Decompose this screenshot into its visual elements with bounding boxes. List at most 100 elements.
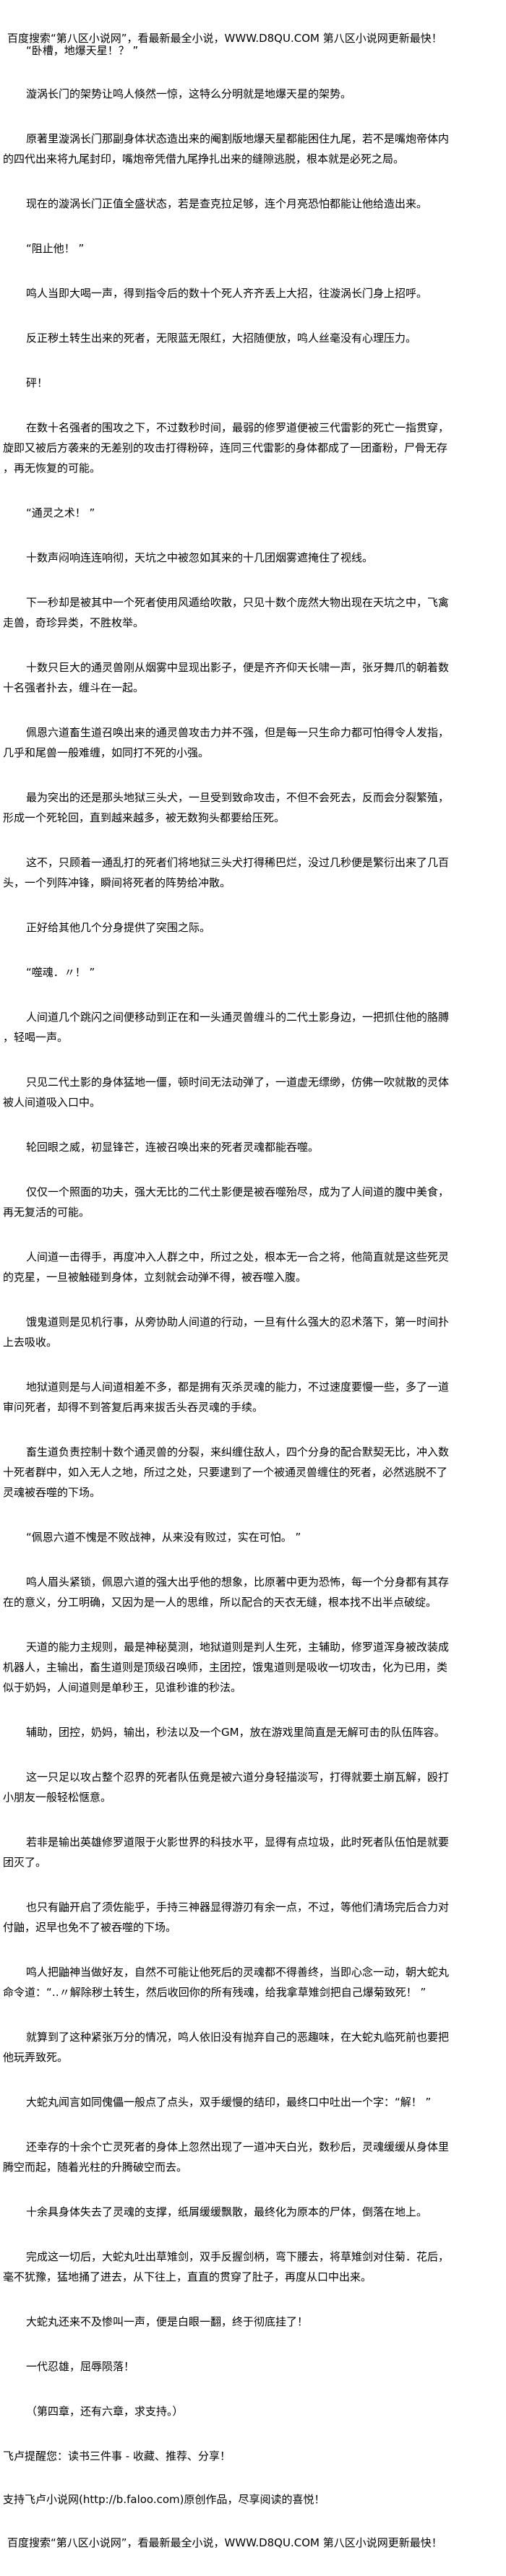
paragraph-line: 上去吸收。 bbox=[3, 1336, 58, 1349]
paragraph-line: 在的意义，分工明确，又因为是一人的思维，所以配合的天衣无缝，根本找不出半点破绽。 bbox=[3, 1596, 437, 1609]
paragraph-line: “通灵之术！ ” bbox=[26, 506, 95, 519]
paragraph: 大蛇丸还来不及惨叫一声，便是白眼一翻，终于彻底挂了！ bbox=[3, 2312, 506, 2332]
paragraph-line: 形成一个死轮回，直到越来越多，被无数狗头都要给压死。 bbox=[3, 811, 286, 824]
paragraph-line: 原著里漩涡长门那副身体状态造出来的阉割版地爆天星都能困住九尾，若不是嘴炮帝体内 bbox=[26, 132, 450, 145]
paragraph: “通灵之术！ ” bbox=[3, 503, 506, 523]
paragraph-line: 机器人，主输出，畜生道则是顶级召唤师，主团控，饿鬼道则是吸收一切攻击，化为已用，… bbox=[3, 1661, 448, 1674]
paragraph-line: 人间道一击得手，再度冲入人群之中，所过之处，根本无一合之将，他简直就是这些死灵 bbox=[26, 1250, 450, 1263]
paragraph-line: 仅仅一个照面的功夫，强大无比的二代土影便是被吞噬殆尽，成为了人间道的腹中美食， bbox=[26, 1185, 450, 1198]
paragraph: 地狱道则是与人间道相差不多，都是拥有灭杀灵魂的能力，不过速度要慢一些，多了一道审… bbox=[3, 1377, 506, 1417]
paragraph: “佩恩六道不愧是不败战神，从来没有败过，实在可怕。 ” bbox=[3, 1527, 506, 1547]
paragraph: 仅仅一个照面的功夫，强大无比的二代土影便是被吞噬殆尽，成为了人间道的腹中美食，再… bbox=[3, 1182, 506, 1222]
paragraph-line: 最为突出的还是那头地狱三头犬，一旦受到致命攻击，不但不会死去，反而会分裂繁殖， bbox=[26, 791, 450, 804]
site-banner-top: 百度搜索“第八区小说网”，看最新最全小说，WWW.D8QU.COM 第八区小说网… bbox=[7, 32, 442, 45]
paragraph-line: 只见二代土影的身体猛地一僵，顿时间无法动弹了，一道虚无缥缈，仿佛一吹就散的灵体 bbox=[26, 1076, 450, 1089]
paragraph: 畜生道负责控制十数个通灵兽的分裂，来纠缠住敌人，四个分身的配合默契无比，冲入数十… bbox=[3, 1442, 506, 1503]
faloo-reminder: 飞卢提醒您：读书三件事 - 收藏、推荐、分享！ bbox=[3, 2450, 231, 2463]
paragraph: 完成这一切后，大蛇丸吐出草雉剑，双手反握剑柄，弯下腰去，将草雉剑对住菊．花后， 毫… bbox=[3, 2247, 506, 2287]
paragraph-line: 人间道几个跳闪之间便移动到正在和一头通灵兽缠斗的二代土影身边，一把抓住他的胳膊 bbox=[26, 1011, 450, 1024]
paragraph: 原著里漩涡长门那副身体状态造出来的阉割版地爆天星都能困住九尾，若不是嘴炮帝体内的… bbox=[3, 129, 506, 169]
paragraph-line: 审问死者，却得不到答复后再来拔舌头吞灵魂的手续。 bbox=[3, 1401, 264, 1414]
paragraph: 这不，只顾着一通乱打的死者们将地狱三头犬打得稀巴烂，没过几秒便是繁衍出来了几百头… bbox=[3, 852, 506, 893]
paragraph-line: 十死者群中，如入无人之地，所过之处，只要逮到了一个被通灵兽缠住的死者，必然逃脱不… bbox=[3, 1466, 448, 1479]
paragraph: 鸣人眉头紧锁，佩恩六道的强大出乎他的想象，比原著中更为恐怖，每一个分身都有其存在… bbox=[3, 1572, 506, 1612]
paragraph: 反正秽土转生出来的死者，无限蓝无限红，大招随便放，鸣人丝毫没有心理压力。 bbox=[3, 328, 506, 348]
paragraph-line: 的克星，一旦被触碰到身体，立刻就会动弹不得，被吞噬入腹。 bbox=[3, 1271, 307, 1284]
paragraph: 下一秒却是被其中一个死者使用风遁给吹散，只见十数个庞然大物出现在天坑之中，飞禽走… bbox=[3, 592, 506, 633]
paragraph: 人间道一击得手，再度冲入人群之中，所过之处，根本无一合之将，他简直就是这些死灵的… bbox=[3, 1247, 506, 1287]
paragraph-line: 毫不犹豫，猛地捅了进去，从下往上，直直的贯穿了肚子，再度从口中出来。 bbox=[3, 2270, 372, 2283]
paragraph: 还幸存的十余个亡灵死者的身体上忽然出现了一道冲天白光，数秒后，灵魂缓缓从身体里腾… bbox=[3, 2137, 506, 2177]
faloo-support-note: 支持飞卢小说网(http://b.faloo.com)原创作品，尽享阅读的喜悦！ bbox=[3, 2493, 325, 2506]
paragraph-line: ，轻喝一声。 bbox=[3, 1031, 69, 1044]
paragraph-line: 腾空而起，随着光柱的升腾破空而去。 bbox=[3, 2161, 188, 2174]
paragraph-line: 灵魂被吞噬的下场。 bbox=[3, 1486, 101, 1499]
paragraph-line: （第四章，还有六章，求支持。） bbox=[26, 2405, 184, 2418]
paragraph: 饿鬼道则是见机行事，从旁协助人间道的行动，一旦有什么强大的忍术落下，第一时间扑上… bbox=[3, 1312, 506, 1352]
paragraph-line: 小朋友一般轻松惬意。 bbox=[3, 1791, 112, 1804]
paragraph-line: 也只有鼬开启了须佐能乎，手持三神器显得游刃有余一点，不过，等他们清场完后合力对 bbox=[26, 1901, 450, 1914]
paragraph: 也只有鼬开启了须佐能乎，手持三神器显得游刃有余一点，不过，等他们清场完后合力对付… bbox=[3, 1897, 506, 1937]
paragraph-line: 辅助，团控，奶妈，输出，秒法以及一个GM，放在游戏里简直是无解可击的队伍阵容。 bbox=[26, 1726, 445, 1739]
paragraph-line: 现在的漩涡长门正值全盛状态，若是查克拉足够，连个月亮恐怕都能让他给造出来。 bbox=[26, 197, 428, 210]
paragraph-line: “噬魂．〃！ ” bbox=[26, 966, 95, 979]
paragraph-line: 鸣人眉头紧锁，佩恩六道的强大出乎他的想象，比原著中更为恐怖，每一个分身都有其存 bbox=[26, 1576, 450, 1589]
paragraph: 十数声闷响连连响彻，天坑之中被忽如其来的十几团烟雾遮掩住了视线。 bbox=[3, 548, 506, 568]
paragraph-line: 十数只巨大的通灵兽刚从烟雾中显现出影子，便是齐齐仰天长啸一声，张牙舞爪的朝着数 bbox=[26, 661, 450, 674]
site-banner-bottom: 百度搜索“第八区小说网”，看最新最全小说，WWW.D8QU.COM 第八区小说网… bbox=[7, 2536, 442, 2549]
paragraph: 正好给其他几个分身提供了突围之际。 bbox=[3, 917, 506, 938]
paragraph-line: 反正秽土转生出来的死者，无限蓝无限红，大招随便放，鸣人丝毫没有心理压力。 bbox=[26, 332, 417, 345]
paragraph: 辅助，团控，奶妈，输出，秒法以及一个GM，放在游戏里简直是无解可击的队伍阵容。 bbox=[3, 1722, 506, 1742]
paragraph-line: 正好给其他几个分身提供了突围之际。 bbox=[26, 921, 211, 934]
paragraph-line: 就算到了这种紧张万分的情况，鸣人依旧没有抛弃自己的恶趣味，在大蛇丸临死前也要把 bbox=[26, 2031, 450, 2044]
paragraph: 十余具身体失去了灵魂的支撑，纸屑缓缓飘散，最终化为原本的尸体，倒落在地上。 bbox=[3, 2202, 506, 2222]
paragraph: （第四章，还有六章，求支持。） bbox=[3, 2401, 506, 2421]
paragraph-line: 漩涡长门的架势让鸣人倏然一惊，这特么分明就是地爆天星的架势。 bbox=[26, 87, 352, 100]
chapter-page: 百度搜索“第八区小说网”，看最新最全小说，WWW.D8QU.COM 第八区小说网… bbox=[0, 32, 506, 2576]
paragraph-line: “卧槽，地爆天星！？ ” bbox=[26, 45, 139, 56]
paragraph-line: 佩恩六道畜生道召唤出来的通灵兽攻击力并不强，但是每一只生命力都可怕得令人发指， bbox=[26, 726, 450, 739]
paragraph-line: 这不，只顾着一通乱打的死者们将地狱三头犬打得稀巴烂，没过几秒便是繁衍出来了几百 bbox=[26, 856, 450, 869]
paragraph-line: 畜生道负责控制十数个通灵兽的分裂，来纠缠住敌人，四个分身的配合默契无比，冲入数 bbox=[26, 1445, 450, 1458]
paragraph: 人间道几个跳闪之间便移动到正在和一头通灵兽缠斗的二代土影身边，一把抓住他的胳膊 ，… bbox=[3, 1007, 506, 1047]
paragraph: 佩恩六道畜生道召唤出来的通灵兽攻击力并不强，但是每一只生命力都可怕得令人发指， 几… bbox=[3, 722, 506, 763]
paragraph-line: 鸣人当即大喝一声，得到指令后的数十个死人齐齐丢上大招，往漩涡长门身上招呼。 bbox=[26, 287, 428, 300]
paragraph: “阻止他！ ” bbox=[3, 238, 506, 259]
paragraph-line: 鸣人把鼬神当做好友，自然不可能让他死后的灵魂都不得善终，当即心念一动，朝大蛇丸 bbox=[26, 1966, 450, 1979]
paragraph-line: 大蛇丸闻言如同傀儡一般点了点头，双手缓慢的结印，最终口中吐出一个字：“解！ ” bbox=[26, 2096, 432, 2109]
paragraph-line: 走兽，奇珍异类，不胜枚举。 bbox=[3, 616, 145, 629]
paragraph-line: 似于奶妈，人间道则是单秒王，见谁秒谁的秒法。 bbox=[3, 1681, 242, 1694]
paragraph: “卧槽，地爆天星！？ ” bbox=[3, 45, 506, 56]
paragraph-line: 这一只足以攻占整个忍界的死者队伍竟是被六道分身轻描淡写，打得就要土崩瓦解，殴打 bbox=[26, 1771, 450, 1784]
paragraph-line: 砰！ bbox=[26, 376, 48, 389]
paragraph-line: 下一秒却是被其中一个死者使用风遁给吹散，只见十数个庞然大物出现在天坑之中，飞禽 bbox=[26, 596, 450, 609]
paragraph: 一代忍雄，屈辱陨落！ bbox=[3, 2356, 506, 2377]
paragraph-line: 十数声闷响连连响彻，天坑之中被忽如其来的十几团烟雾遮掩住了视线。 bbox=[26, 551, 374, 564]
paragraph: 砰！ bbox=[3, 373, 506, 393]
paragraph-line: ，再无恢复的可能。 bbox=[3, 462, 101, 475]
paragraph-line: 轮回眼之威，初显锋芒，连被召唤出来的死者灵魂都能吞噬。 bbox=[26, 1141, 320, 1154]
paragraph: “噬魂．〃！ ” bbox=[3, 962, 506, 982]
paragraph-line: 一代忍雄，屈辱陨落！ bbox=[26, 2360, 135, 2373]
paragraph-line: 十名强者扑去，缠斗在一起。 bbox=[3, 681, 145, 694]
paragraph: 鸣人当即大喝一声，得到指令后的数十个死人齐齐丢上大招，往漩涡长门身上招呼。 bbox=[3, 283, 506, 303]
paragraph-line: 饿鬼道则是见机行事，从旁协助人间道的行动，一旦有什么强大的忍术落下，第一时间扑 bbox=[26, 1315, 450, 1328]
paragraph: 鸣人把鼬神当做好友，自然不可能让他死后的灵魂都不得善终，当即心念一动，朝大蛇丸命… bbox=[3, 1962, 506, 2002]
paragraph-line: 地狱道则是与人间道相差不多，都是拥有灭杀灵魂的能力，不过速度要慢一些，多了一道 bbox=[26, 1380, 450, 1393]
paragraph-line: 十余具身体失去了灵魂的支撑，纸屑缓缓飘散，最终化为原本的尸体，倒落在地上。 bbox=[26, 2205, 428, 2218]
paragraph: 只见二代土影的身体猛地一僵，顿时间无法动弹了，一道虚无缥缈，仿佛一吹就散的灵体被… bbox=[3, 1072, 506, 1112]
paragraph-line: 大蛇丸还来不及惨叫一声，便是白眼一翻，终于彻底挂了！ bbox=[26, 2315, 309, 2328]
paragraph: 就算到了这种紧张万分的情况，鸣人依旧没有抛弃自己的恶趣味，在大蛇丸临死前也要把他… bbox=[3, 2027, 506, 2067]
paragraph-line: 天道的能力主规则，最是神秘莫测，地狱道则是判人生死，主辅助，修罗道浑身被改装成 bbox=[26, 1641, 450, 1654]
paragraph-line: 头，一个列阵冲锋，瞬间将死者的阵势给冲散。 bbox=[3, 876, 231, 889]
paragraph: 这一只足以攻占整个忍界的死者队伍竟是被六道分身轻描淡写，打得就要土崩瓦解，殴打小… bbox=[3, 1767, 506, 1807]
paragraph-line: 完成这一切后，大蛇丸吐出草雉剑，双手反握剑柄，弯下腰去，将草雉剑对住菊．花后， bbox=[26, 2250, 450, 2263]
paragraph-line: 若非是输出英雄修罗道限于火影世界的科技水平，显得有点垃圾，此时死者队伍怕是就要 bbox=[26, 1836, 450, 1849]
paragraph: 最为突出的还是那头地狱三头犬，一旦受到致命攻击，不但不会死去，反而会分裂繁殖， 形… bbox=[3, 787, 506, 828]
paragraph: 若非是输出英雄修罗道限于火影世界的科技水平，显得有点垃圾，此时死者队伍怕是就要团… bbox=[3, 1832, 506, 1872]
paragraph-line: 付鼬，迟早也免不了被吞噬的下场。 bbox=[3, 1921, 177, 1934]
paragraph-line: 还幸存的十余个亡灵死者的身体上忽然出现了一道冲天白光，数秒后，灵魂缓缓从身体里 bbox=[26, 2140, 450, 2153]
paragraph-line: 在数十名强者的围攻之下，不过数秒时间，最弱的修罗道便被三代雷影的死亡一指贯穿， bbox=[26, 421, 450, 434]
paragraph-line: 几乎和尾兽一般难缠，如同打不死的小强。 bbox=[3, 746, 210, 759]
paragraph-line: 旋即又被后方袭来的无差别的攻击打得粉碎，连同三代雷影的身体都成了一团齑粉，尸骨无… bbox=[3, 441, 448, 454]
